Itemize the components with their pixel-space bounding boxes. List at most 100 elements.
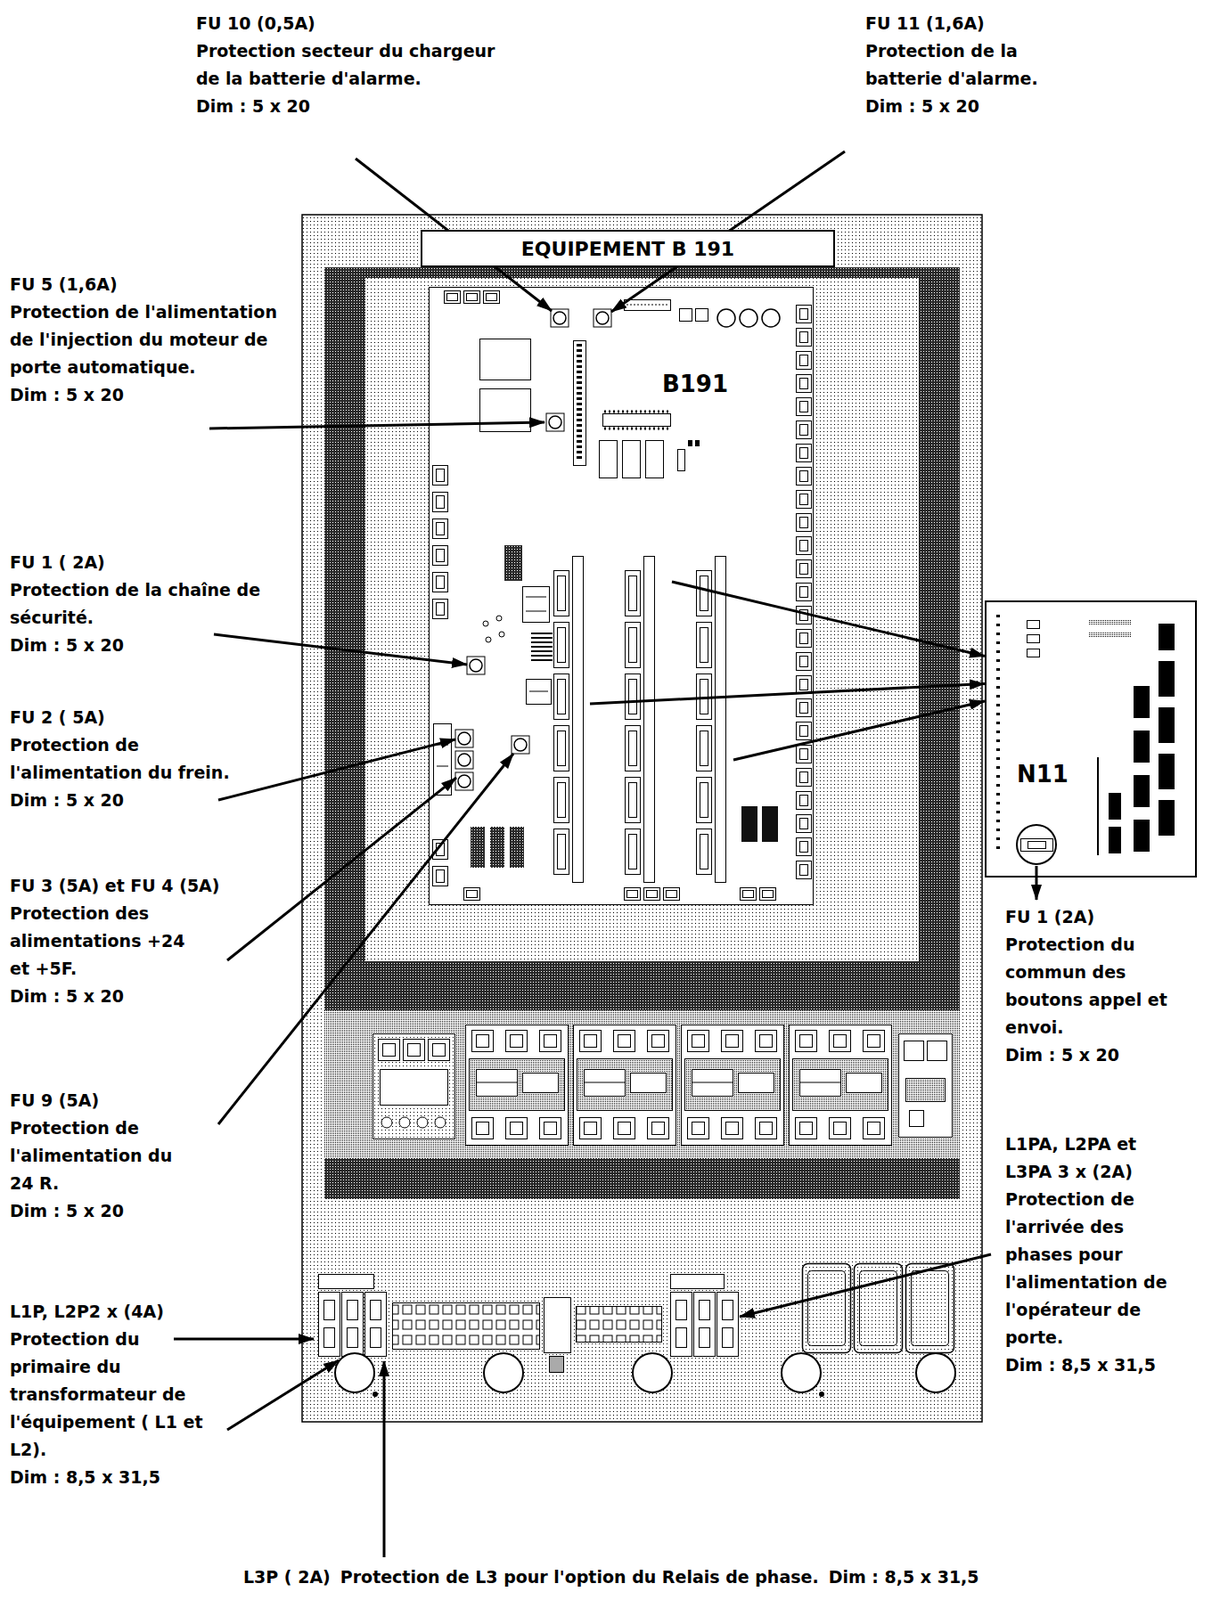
circuit-board-drawing	[622, 441, 641, 479]
terminal-strip	[802, 1264, 852, 1354]
circuit-board-drawing	[504, 545, 523, 582]
leader-line	[589, 692, 814, 705]
circuit-board-drawing	[546, 413, 565, 432]
circuit-board-drawing	[464, 291, 481, 304]
circuit-board-drawing	[550, 309, 569, 328]
cabinet-frame	[324, 1199, 960, 1407]
contactor-rail	[417, 1117, 428, 1129]
daughter-board-drawing	[1158, 707, 1175, 744]
contactor-rail	[466, 1025, 569, 1147]
fuse-dimension: Dim : 5 x 20	[865, 92, 1098, 121]
callout-text: L1PA, L2PA et L3PA 3 x (2A)Protection de…	[1005, 1130, 1184, 1380]
terminal-strip	[335, 1353, 375, 1393]
circuit-board-drawing	[480, 389, 532, 433]
node-label: N11	[1016, 760, 1069, 789]
daughter-board: N11	[984, 600, 1197, 878]
callout-text: FU 11 (1,6A)Protection de la batterie d'…	[865, 9, 1098, 121]
contactor-rail	[378, 1039, 401, 1062]
fuse-reference: FU 2 ( 5A)	[9, 704, 242, 732]
circuit-board-drawing	[741, 806, 758, 843]
fuse-reference: FU 9 (5A)	[9, 1087, 202, 1115]
contactor-rail	[373, 1025, 953, 1147]
fuse-dimension: Dim : 5 x 20	[9, 1197, 202, 1226]
callout-text: L3P ( 2A)Protection de L3 pour l'option …	[243, 1563, 980, 1592]
circuit-board-drawing	[470, 826, 485, 868]
contactor-rail	[434, 1117, 446, 1129]
circuit-board-drawing	[525, 611, 547, 613]
circuit-board-drawing	[678, 450, 686, 472]
circuit-board-drawing	[695, 440, 700, 447]
circuit-board-drawing	[644, 888, 661, 901]
circuit-board-drawing	[717, 309, 736, 328]
circuit-board-drawing	[509, 826, 525, 868]
fuse-dimension: Dim : 5 x 20	[9, 786, 242, 815]
terminal-strip	[781, 1353, 821, 1393]
contactor-rail	[403, 1039, 426, 1062]
contactor-rail	[909, 1111, 925, 1128]
terminal-strip	[319, 1293, 341, 1358]
daughter-board-drawing	[1027, 621, 1040, 630]
fuse-reference: FU 3 (5A) et FU 4 (5A)	[9, 872, 189, 901]
contactor-rail	[428, 1039, 451, 1062]
fuse-reference: FU 1 ( 2A)	[9, 548, 278, 577]
circuit-board-drawing	[455, 772, 474, 791]
circuit-board-drawing	[695, 309, 709, 322]
circuit-board-drawing	[695, 568, 713, 879]
contactor-rail	[380, 1070, 449, 1106]
daughter-board-drawing	[1158, 661, 1175, 697]
leader-arrows	[218, 753, 514, 1125]
circuit-board-drawing	[485, 637, 492, 643]
contactor-rail	[789, 1025, 893, 1147]
circuit-board-drawing	[663, 888, 680, 901]
leader-arrows	[739, 1254, 991, 1318]
circuit-board-drawing	[455, 751, 474, 770]
circuit-board-drawing	[626, 304, 668, 306]
circuit-board-drawing	[624, 888, 641, 901]
leader-arrows	[218, 739, 456, 801]
contactor-rail	[399, 1117, 410, 1129]
callout-description: Protection de la batterie d'alarme.	[865, 37, 1098, 93]
callout-description: Protection de l'arrivée des phases pour …	[1005, 1186, 1184, 1352]
terminal-strip	[372, 1391, 378, 1398]
daughter-board-drawing	[1021, 839, 1054, 852]
circuit-board-drawing	[552, 568, 571, 879]
daughter-board-drawing	[1108, 826, 1122, 854]
callout-text: FU 5 (1,6A)Protection de l'alimentation …	[9, 270, 304, 410]
circuit-board-drawing	[490, 826, 505, 868]
callout-description: Protection de l'alimentation de l'inject…	[9, 298, 304, 382]
contactor-rail	[899, 1034, 953, 1139]
terminal-strip	[483, 1353, 524, 1393]
contactor-rail	[573, 1025, 677, 1147]
fuse-dimension: Dim : 5 x 20	[196, 92, 504, 121]
circuit-board-drawing	[480, 339, 532, 381]
leader-arrows	[173, 151, 1037, 1558]
circuit-board-drawing	[573, 556, 584, 884]
circuit-board-drawing	[644, 556, 656, 884]
daughter-board-drawing	[1016, 825, 1057, 865]
leader-arrows	[173, 1338, 314, 1342]
circuit-board-drawing	[525, 597, 547, 598]
terminal-strip	[671, 1275, 725, 1290]
circuit-board-drawing	[604, 427, 670, 431]
circuit-board-drawing	[428, 286, 814, 906]
daughter-board-drawing	[1028, 842, 1047, 850]
fuse-reference: L3P ( 2A)	[243, 1563, 331, 1592]
circuit-board-drawing	[526, 679, 552, 705]
circuit-board-drawing	[483, 621, 489, 627]
node-label: B191	[662, 369, 729, 399]
circuit-board-drawing	[531, 632, 553, 664]
terminal-strip	[549, 1357, 565, 1374]
callout-description: Protection de l'alimentation du frein.	[9, 731, 242, 787]
fuse-reference: FU 11 (1,6A)	[865, 9, 1098, 38]
circuit-board-drawing	[436, 766, 449, 768]
contactor-rail	[906, 1079, 946, 1103]
fuse-dimension: Dim : 8,5 x 31,5	[828, 1563, 980, 1592]
circuit-board-drawing	[604, 410, 670, 414]
circuit-board-drawing	[523, 587, 550, 623]
fuse-dimension: Dim : 8,5 x 31,5	[1005, 1351, 1184, 1380]
daughter-board-drawing	[1133, 819, 1150, 852]
connector-arrow	[813, 615, 985, 657]
terminal-strip	[576, 1307, 663, 1343]
node-label: EQUIPEMENT B 191	[521, 237, 735, 261]
terminal-strip	[632, 1353, 672, 1393]
